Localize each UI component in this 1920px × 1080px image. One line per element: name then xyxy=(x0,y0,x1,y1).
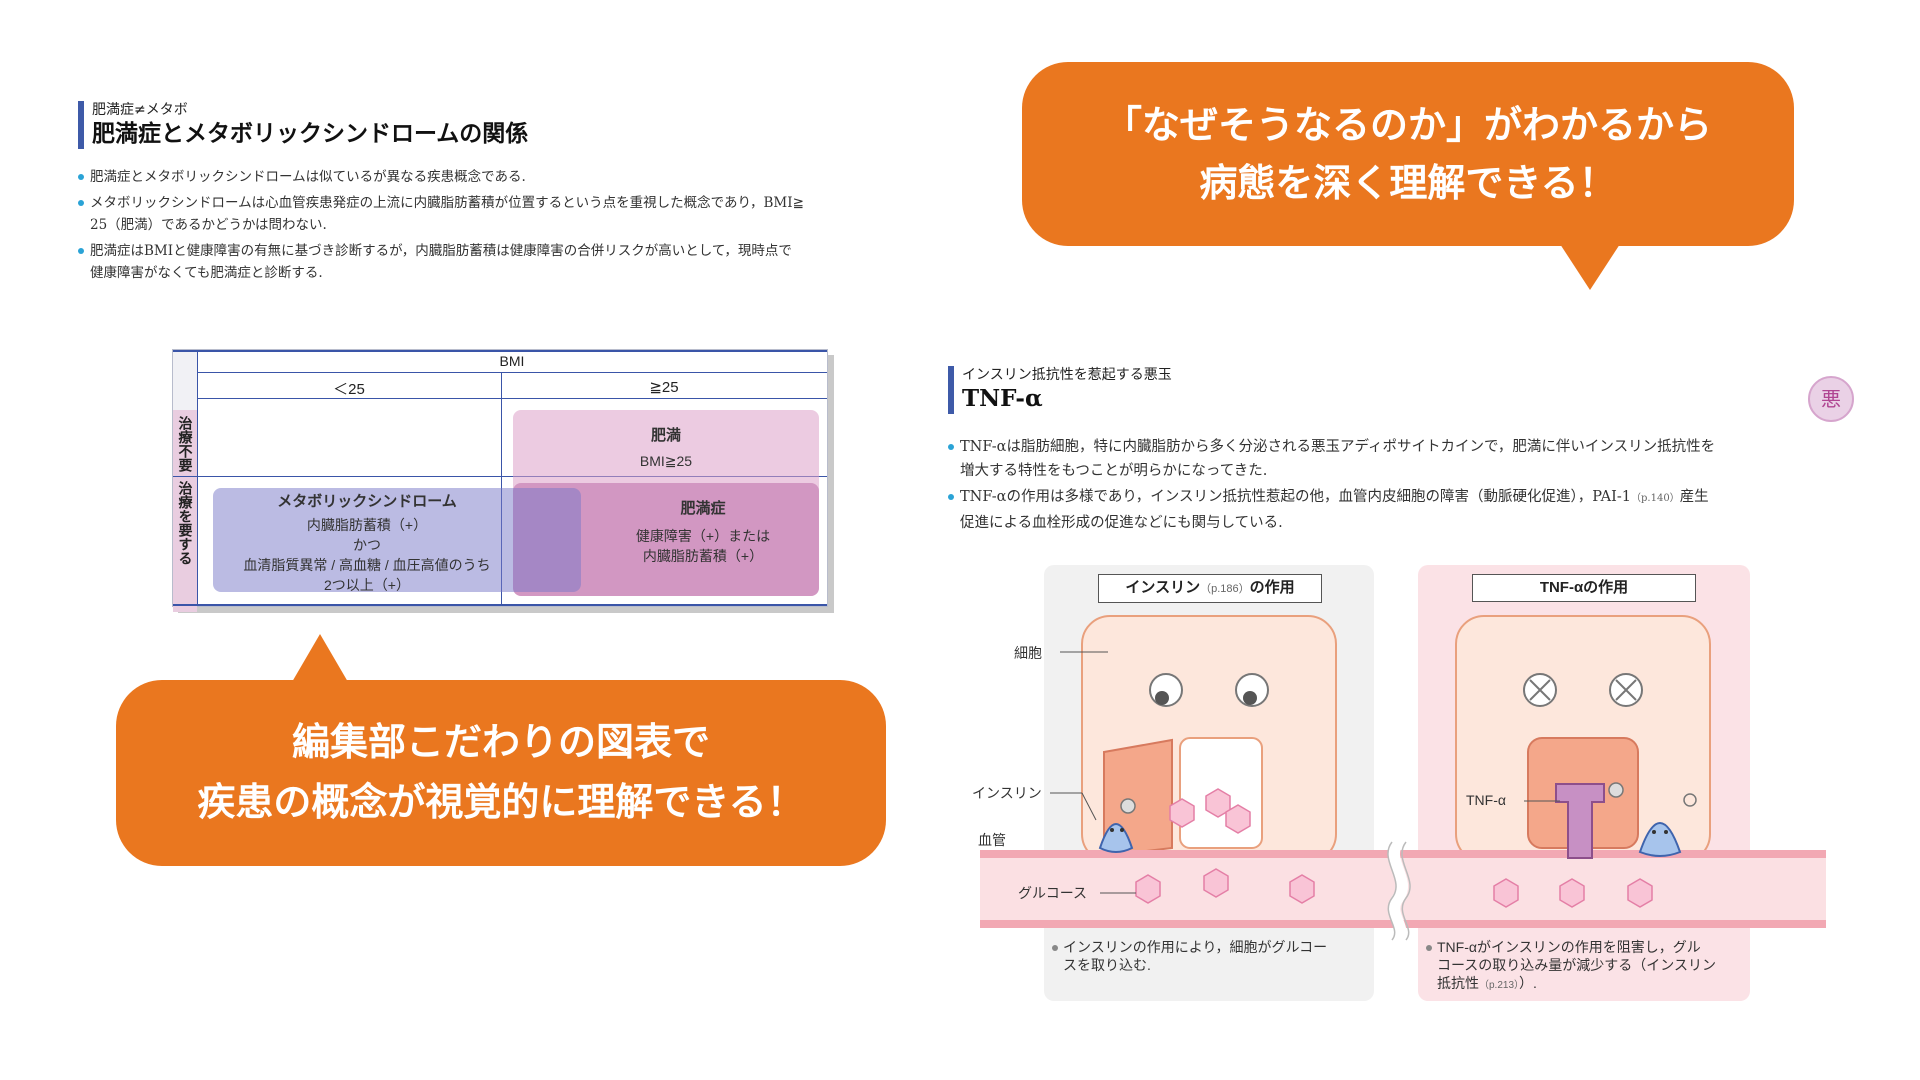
glucose-icon-3 xyxy=(1225,804,1251,834)
right-bullet-1: TNF-αは脂肪細胞，特に内臓脂肪から多く分泌される悪玉アディポサイトカインで，… xyxy=(948,436,1878,458)
metabo-line-3: 血清脂質異常 / 高血糖 / 血圧高値のうち xyxy=(243,557,491,573)
left-bullet-1: 肥満症とメタボリックシンドロームは似ているが異なる疾患概念である. xyxy=(78,166,938,188)
right-bullet-2-cont: 促進による血栓形成の促進などにも関与している. xyxy=(960,515,1283,531)
table-line-h1 xyxy=(197,372,827,373)
insulin-note: インスリンの作用により，細胞がグルコー スを取り込む. xyxy=(1052,938,1370,974)
glucose-icon-7 xyxy=(1493,878,1519,908)
label-glucose: グルコース xyxy=(1018,885,1088,901)
callout-top: 「なぜそうなるのか」がわかるから 病態を深く理解できる！ xyxy=(1022,62,1794,246)
glucose-icon-4 xyxy=(1135,874,1161,904)
header-bmi: BMI xyxy=(499,353,525,369)
tnf-note: TNF-αがインスリンの作用を阻害し，グル コースの取り込み量が減少する（インス… xyxy=(1426,938,1746,995)
himan-sub: BMI≧25 xyxy=(639,453,693,469)
eye-icon-left-1 xyxy=(1149,673,1183,707)
metabo-line-4: 2つ以上（+） xyxy=(324,577,410,593)
label-tnf-alpha: TNF-α xyxy=(1466,792,1506,808)
glucose-icon-1 xyxy=(1169,798,1195,828)
bad-badge: 悪 xyxy=(1808,376,1854,422)
vessel-break xyxy=(1388,838,1408,944)
metabo-box: メタボリックシンドローム 内臓脂肪蓄積（+） かつ 血清脂質異常 / 高血糖 /… xyxy=(213,488,581,593)
callout-bottom-line-1: 編集部こだわりの図表で xyxy=(291,720,710,764)
callout-bottom-line-2: 疾患の概念が視覚的に理解できる！ xyxy=(197,780,805,824)
tnf-alpha-character xyxy=(1555,782,1624,859)
row-label-treatment: 治療を要する xyxy=(173,475,197,612)
table-line-v0 xyxy=(197,350,198,606)
right-section-header: インスリン抵抗性を惹起する悪玉 TNF-α xyxy=(948,366,1172,414)
left-bullet-2-cont: 25（肥満）であるかどうかは問わない. xyxy=(90,217,327,233)
metabo-line-2: かつ xyxy=(353,537,381,553)
right-title: TNF-α xyxy=(962,385,1043,412)
x-eye-icon-right-1 xyxy=(1523,673,1557,707)
header-lt25: ＜25 xyxy=(333,381,365,398)
left-bullet-3: 肥満症はBMIと健康障害の有無に基づき診断するが，内臓脂肪蓄積は健康障害の合併リ… xyxy=(78,240,938,262)
obesity-metabo-table: 治療不要 治療を要する BMI ＜25 ≧25 肥満 BMI≧25 肥満症 健康… xyxy=(172,349,828,612)
pai-ref: （p.140） xyxy=(1631,493,1680,504)
right-bullet-1-cont: 増大する特性をもつことが明らかになってきた. xyxy=(960,463,1268,479)
metabo-line-1: 内臓脂肪蓄積（+） xyxy=(306,517,428,533)
callout-top-tail xyxy=(1560,244,1620,290)
right-bullets: TNF-αは脂肪細胞，特に内臓脂肪から多く分泌される悪玉アディポサイトカインで，… xyxy=(948,436,1878,536)
eye-icon-left-2 xyxy=(1235,673,1269,707)
left-title: 肥満症とメタボリックシンドロームの関係 xyxy=(92,120,529,147)
left-kicker: 肥満症≠メタボ xyxy=(92,102,188,118)
callout-top-line-1: 「なぜそうなるのか」がわかるから xyxy=(1103,103,1712,147)
left-bullet-2: メタボリックシンドロームは心血管疾患発症の上流に内臓脂肪蓄積が位置するという点を… xyxy=(78,192,938,214)
insulin-panel-title: インスリン（p.186）の作用 xyxy=(1098,574,1322,603)
himansho-line-2: 内臓脂肪蓄積（+） xyxy=(642,548,764,564)
vessel-wall-top xyxy=(980,850,1826,858)
label-vessel: 血管 xyxy=(978,832,1006,848)
himansho-line-1: 健康障害（+）または xyxy=(635,528,771,544)
glucose-icon-9 xyxy=(1627,878,1653,908)
callout-bottom: 編集部こだわりの図表で 疾患の概念が視覚的に理解できる！ xyxy=(116,680,886,866)
table-line-h3 xyxy=(173,476,827,477)
right-bullet-2: TNF-αの作用は多様であり，インスリン抵抗性惹起の他，血管内皮細胞の障害（動脈… xyxy=(948,486,1878,510)
metabo-title: メタボリックシンドローム xyxy=(277,493,457,510)
table-line-h2 xyxy=(197,398,827,399)
left-bullets: 肥満症とメタボリックシンドロームは似ているが異なる疾患概念である. メタボリック… xyxy=(78,166,938,284)
label-insulin: インスリン xyxy=(972,785,1042,801)
table-line-bottom xyxy=(173,604,827,606)
label-cell: 細胞 xyxy=(1014,645,1042,661)
right-kicker: インスリン抵抗性を惹起する悪玉 xyxy=(962,367,1172,383)
x-eye-icon-right-2 xyxy=(1609,673,1643,707)
callout-bottom-tail xyxy=(292,634,348,682)
insulin-character-left xyxy=(1098,798,1136,853)
left-section-header: 肥満症≠メタボ 肥満症とメタボリックシンドロームの関係 xyxy=(78,101,528,149)
himan-title: 肥満 xyxy=(650,427,681,444)
tnf-panel-title: TNF-αの作用 xyxy=(1472,574,1696,602)
header-bg xyxy=(197,350,827,398)
left-bullet-3-cont: 健康障害がなくても肥満症と診断する. xyxy=(90,265,323,281)
himansho-title: 肥満症 xyxy=(680,500,726,517)
table-line-top xyxy=(173,350,827,352)
insulin-character-right xyxy=(1638,793,1697,857)
callout-top-line-2: 病態を深く理解できる！ xyxy=(1199,161,1617,205)
glucose-icon-5 xyxy=(1203,868,1229,898)
header-ge25: ≧25 xyxy=(649,379,679,396)
glucose-icon-6 xyxy=(1289,874,1315,904)
pai-tail: 産生 xyxy=(1679,489,1709,505)
glucose-icon-8 xyxy=(1559,878,1585,908)
